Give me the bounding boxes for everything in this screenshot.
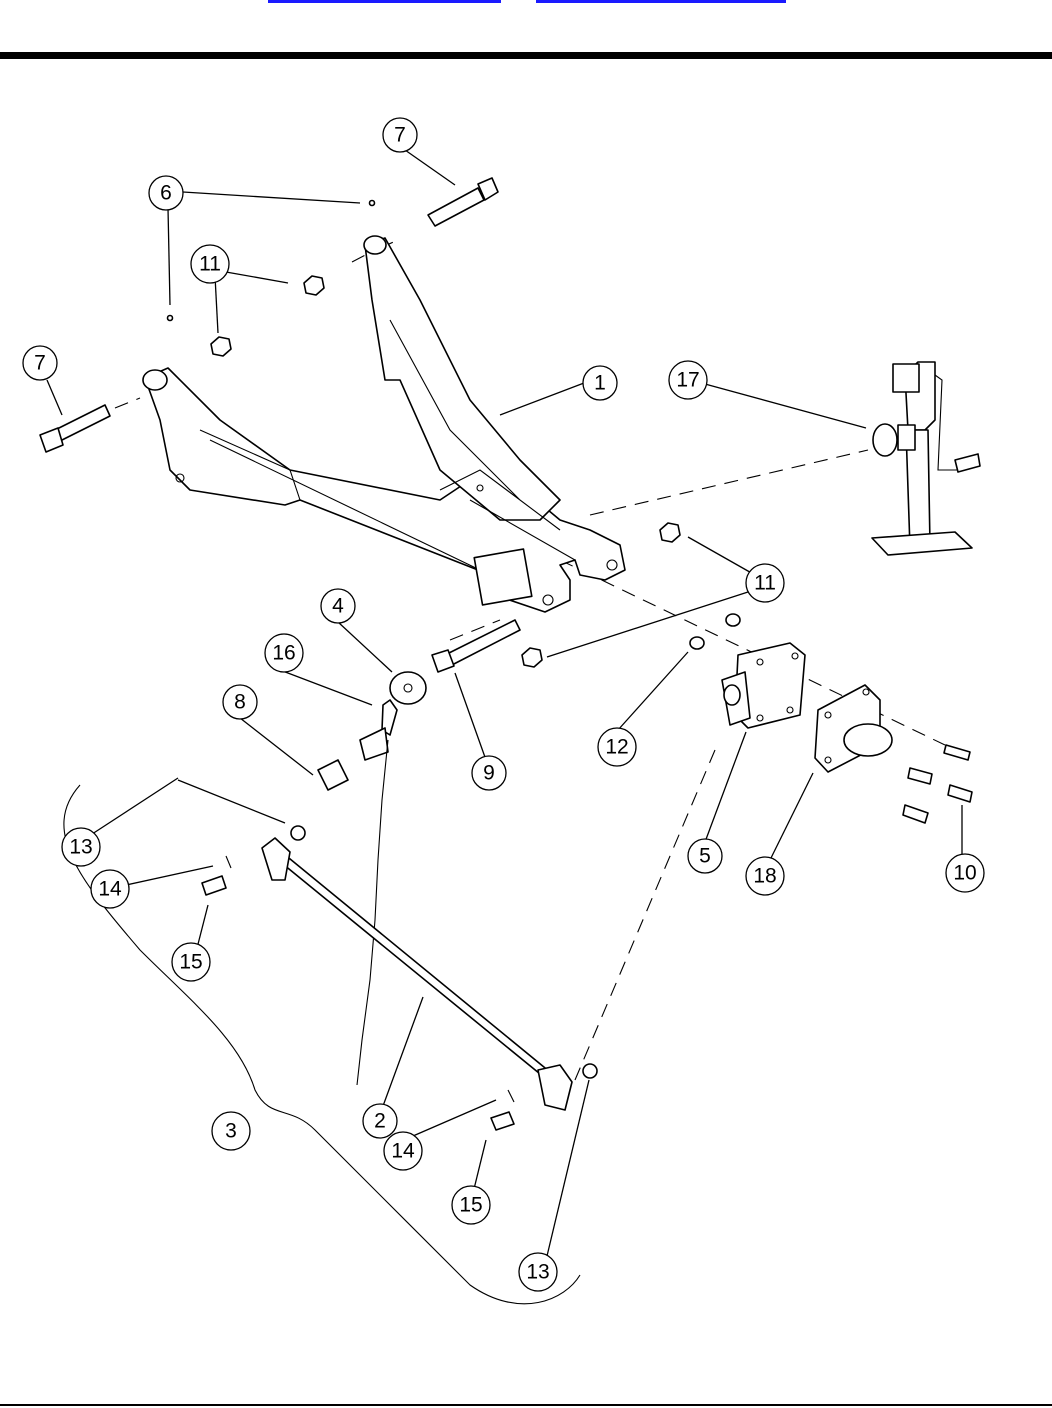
svg-text:10: 10: [953, 862, 976, 885]
safety-chain-16: [357, 700, 397, 1085]
callout-15-left: 15: [172, 943, 210, 981]
svg-text:11: 11: [754, 572, 776, 595]
callout-14-right: 14: [384, 1132, 422, 1170]
callout-7-upper: 7: [383, 118, 417, 152]
callout-9: 9: [472, 756, 506, 790]
callout-16: 16: [265, 634, 303, 672]
svg-text:12: 12: [605, 736, 628, 759]
svg-text:6: 6: [160, 182, 172, 205]
svg-text:13: 13: [69, 836, 92, 859]
bolt-9: [432, 620, 520, 672]
footer-rule: [0, 1404, 1052, 1406]
svg-text:1: 1: [594, 372, 606, 395]
clevis-plate-18: [815, 685, 892, 772]
svg-text:13: 13: [526, 1261, 549, 1284]
svg-text:14: 14: [391, 1140, 415, 1163]
bolt-7-upper: [428, 178, 498, 226]
callout-10: 10: [946, 854, 984, 892]
callout-5: 5: [688, 839, 722, 873]
svg-text:3: 3: [225, 1120, 237, 1143]
washer-4: [390, 672, 426, 704]
callout-14-left: 14: [91, 870, 129, 908]
callout-13-left: 13: [62, 828, 100, 866]
callout-12: 12: [598, 728, 636, 766]
callout-6: 6: [149, 176, 183, 210]
jack-stand: [872, 362, 980, 555]
svg-text:7: 7: [394, 124, 406, 147]
svg-text:16: 16: [272, 642, 295, 665]
callout-4: 4: [321, 589, 355, 623]
svg-text:11: 11: [199, 253, 221, 276]
svg-text:18: 18: [753, 865, 776, 888]
callout-8: 8: [223, 685, 257, 719]
callout-7-left: 7: [23, 346, 57, 380]
svg-text:5: 5: [699, 845, 711, 868]
nut-12: [690, 614, 740, 649]
callout-11-right: 11: [746, 564, 784, 602]
svg-text:17: 17: [676, 369, 699, 392]
callout-13-right: 13: [519, 1253, 557, 1291]
hitch-mount-5: [722, 643, 805, 728]
svg-text:2: 2: [374, 1110, 386, 1133]
callout-15-right: 15: [452, 1186, 490, 1224]
svg-text:7: 7: [34, 352, 46, 375]
assembly-3-grouping-curve: [64, 785, 580, 1304]
washers-13: [291, 826, 597, 1078]
svg-text:4: 4: [332, 595, 344, 618]
svg-text:15: 15: [459, 1194, 482, 1217]
callout-2: 2: [363, 1104, 397, 1138]
callout-18: 18: [746, 857, 784, 895]
callout-3: 3: [212, 1112, 250, 1150]
svg-text:8: 8: [234, 691, 246, 714]
stabilizer-rod-2: [262, 838, 572, 1110]
svg-text:14: 14: [98, 878, 122, 901]
svg-text:15: 15: [179, 951, 202, 974]
svg-text:9: 9: [483, 762, 495, 785]
callout-leaders: [47, 150, 962, 1256]
bolt-8: [318, 760, 348, 790]
callout-1: 1: [583, 366, 617, 400]
callout-17: 17: [669, 361, 707, 399]
callout-11-top: 11: [191, 245, 229, 283]
bolt-7-left: [40, 405, 110, 452]
